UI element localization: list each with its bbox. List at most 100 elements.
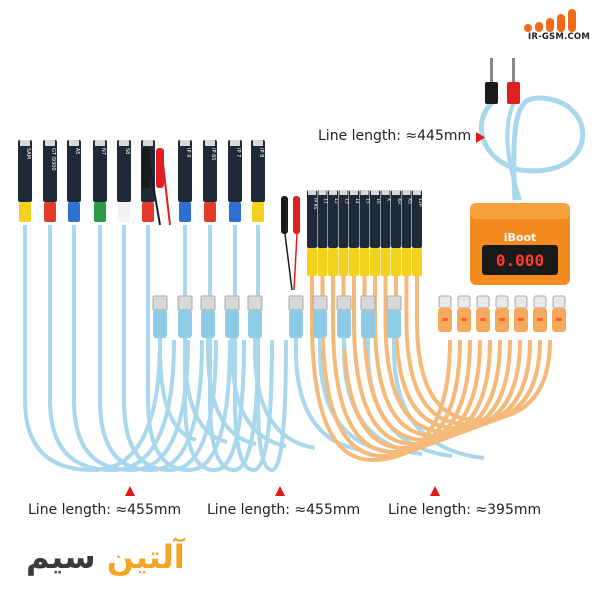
brand-word-1: آلتین [106,538,185,576]
alligator-clip-red [293,196,300,234]
board-label: IP 6S [210,148,216,160]
usb-a-metal [177,295,193,311]
flex-connector [205,140,215,146]
typec-led [518,318,524,321]
line-length-bottom-right: Line length: ≈395mm [388,502,542,518]
board-label: 12P [417,198,423,207]
typec-metal [533,295,547,309]
usb-a-body [313,310,327,338]
flex-connector [143,140,153,146]
connector-board [317,190,328,248]
blue-cable [98,225,204,473]
board-label: SAM [25,148,31,159]
blue-cable [230,349,287,448]
device-display: 0.000 [496,251,544,270]
connector-board [307,190,317,248]
usb-a-metal [312,295,328,311]
blue-cable [392,349,485,460]
flex-connector [230,140,240,146]
flex-connector [119,140,129,146]
usb-a-body [289,310,303,338]
flex-connector [45,140,55,146]
cable-sleeve [307,248,317,276]
board-label: 14 [354,198,360,204]
typec-metal [476,295,490,309]
typec-led [442,318,448,321]
usb-a-metal [152,295,168,311]
usb-plugs-group [152,295,402,350]
blue-cable [23,225,162,473]
board-label: 13 [344,198,350,204]
orange-cable [383,275,522,435]
cable-sleeve [380,248,391,276]
orange-cable [373,275,512,439]
connector-board [43,140,57,202]
usb-a-body [337,310,351,338]
banana-plug-red [507,58,520,104]
connector-board [328,190,338,248]
usb-a-body [361,310,375,338]
typec-led [461,318,467,321]
typec-led [499,318,505,321]
usb-a-metal [224,295,240,311]
blue-cable [206,349,257,446]
cable-sleeve [44,202,56,222]
cable-sleeve [142,202,154,222]
cable-sleeve [391,248,401,276]
flex-connector [392,190,400,195]
usb-a-metal [360,295,376,311]
blue-cable [72,225,190,473]
usb-a-metal [336,295,352,311]
blue-cable [48,225,176,473]
orange-cable [404,275,542,427]
board-label: X [386,198,392,201]
connector-board [18,140,32,202]
alligator-clip-red [156,148,164,188]
board-label: IP X [185,148,191,158]
connector-board [370,190,380,248]
usb-a-body [248,310,262,338]
connector-board [178,140,192,202]
connector-board [391,190,401,248]
board-label: 15 [365,198,371,204]
flex-connector [381,190,390,195]
typec-metal [495,295,509,309]
flex-connector [253,140,263,146]
board-label: N7 [100,148,106,155]
connector-board [93,140,107,202]
board-label: 12 [333,198,339,204]
device-name: iBoot [504,231,537,244]
typec-plugs-group [438,295,566,332]
blue-cable [294,349,363,452]
flex-connector [339,190,348,195]
flex-connector [360,190,369,195]
board-label: IP XS [312,198,318,210]
flex-connector [318,190,327,195]
connector-board [203,140,217,202]
alligator-clip-black [142,148,150,188]
banana-plug-black [485,58,498,104]
connector-board [338,190,349,248]
board-label: A5 [74,148,80,155]
cable-sleeve [328,248,338,276]
orange-cable [362,275,502,443]
flex-connector [371,190,379,195]
board-label: S8 [124,148,130,154]
blue-cable [146,225,232,473]
cable-sleeve [204,202,216,222]
flex-connector [350,190,358,195]
usb-a-metal [200,295,216,311]
connector-board [117,140,131,202]
orange-cable [331,275,472,455]
connector-board [412,190,422,248]
typec-metal [514,295,528,309]
usb-a-metal [288,295,304,311]
power-cable [478,95,586,201]
connector-board [349,190,359,248]
typec-led [480,318,486,321]
usb-a-body [387,310,401,338]
alligator-clip-black [281,196,288,234]
orange-cable [320,275,462,459]
